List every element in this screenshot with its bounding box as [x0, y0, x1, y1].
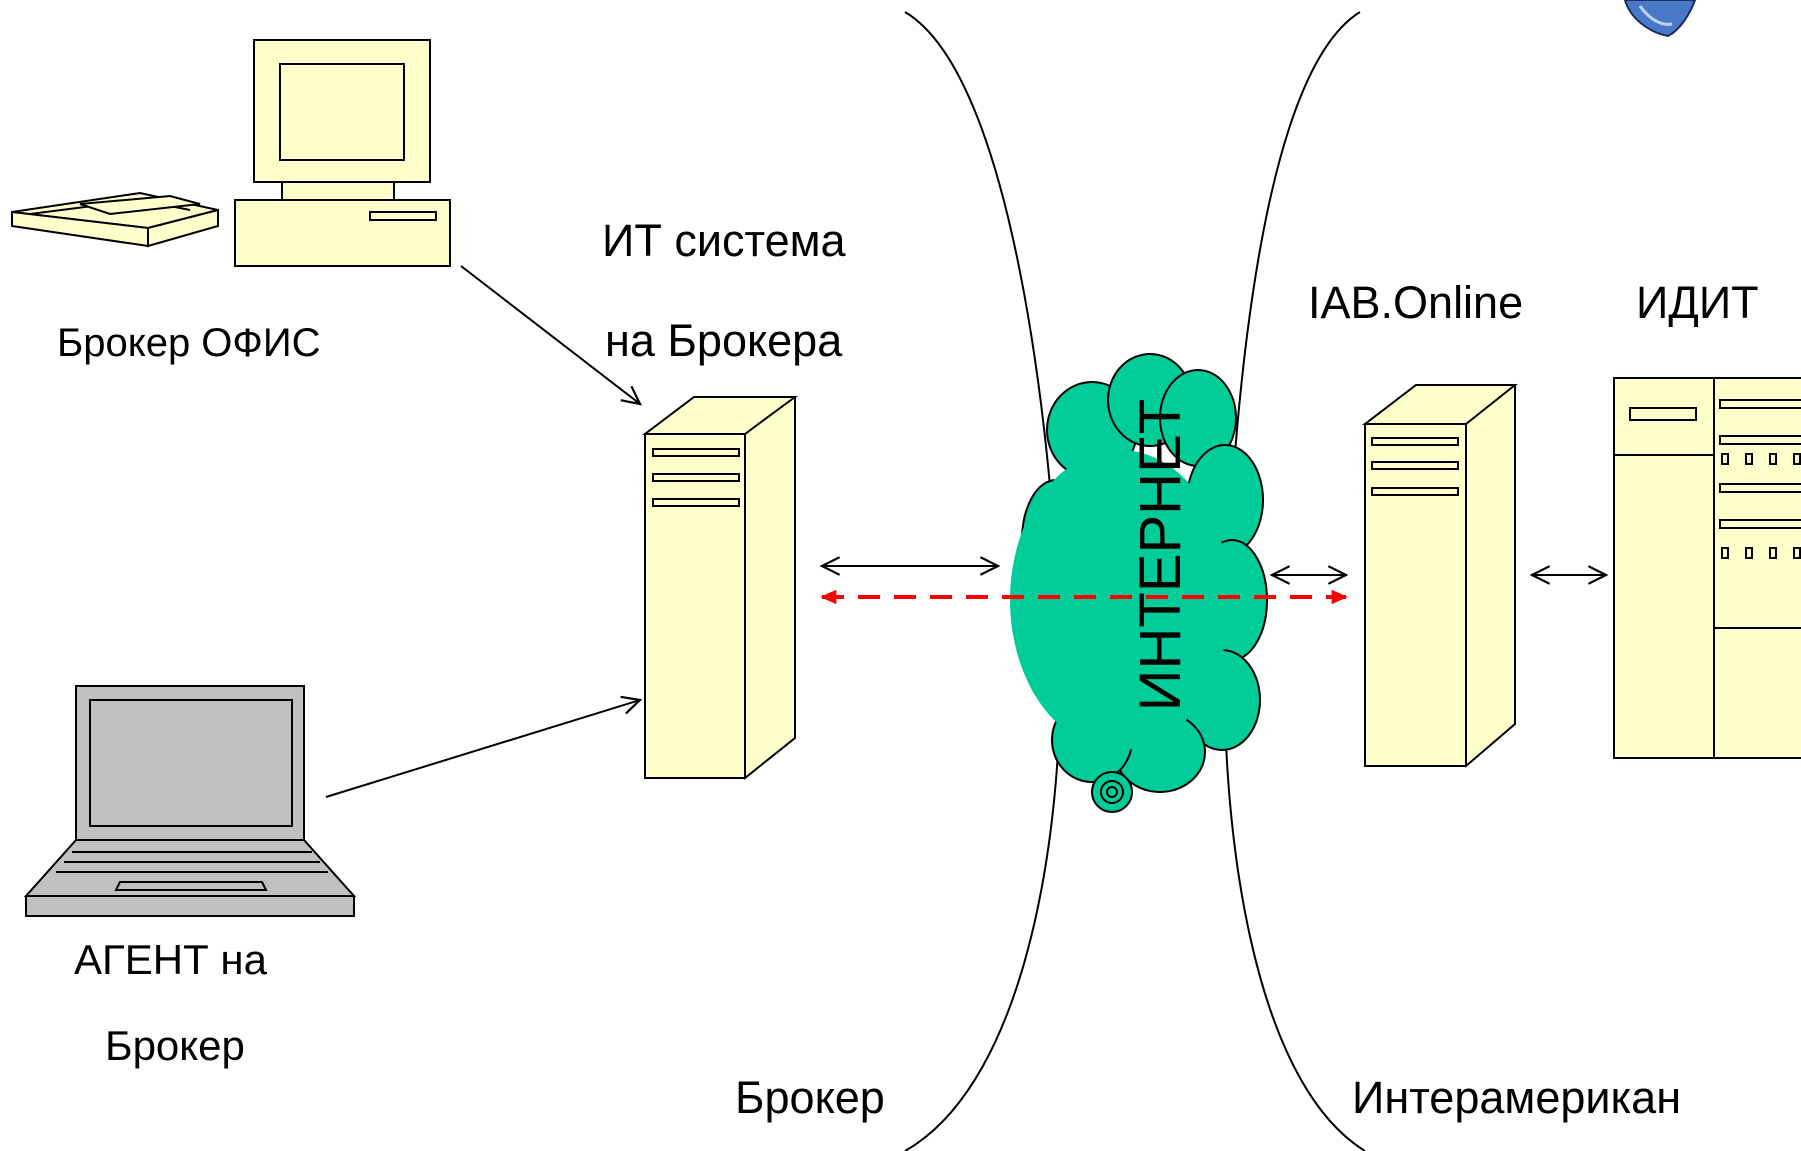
- iab-online-label: IAB.Online: [1308, 277, 1523, 328]
- it-system-label-line2: на Брокера: [605, 315, 843, 366]
- desktop-computer-icon: [11, 39, 451, 267]
- agent-label-line2: Брокер: [105, 1022, 245, 1069]
- laptop-icon: [23, 685, 357, 917]
- office-to-server-arrow: [460, 265, 640, 404]
- broker-zone-label: Брокер: [735, 1072, 885, 1123]
- internet-label: ИНТЕРНЕТ: [1128, 399, 1193, 711]
- broker-server-icon: [642, 395, 799, 780]
- decorative-figure-icon: [1623, 0, 1697, 38]
- agent-label-line1: АГЕНТ на: [74, 936, 268, 983]
- broker-office-label: Брокер ОФИС: [57, 321, 320, 365]
- idit-label: ИДИТ: [1636, 277, 1759, 328]
- it-system-label-line1: ИТ система: [602, 215, 847, 266]
- iab-online-server-icon: [1362, 383, 1518, 768]
- agent-to-server-arrow: [325, 700, 640, 798]
- mainframe-icon: [1613, 377, 1801, 759]
- interamerican-zone-label: Интерамерикан: [1352, 1072, 1681, 1123]
